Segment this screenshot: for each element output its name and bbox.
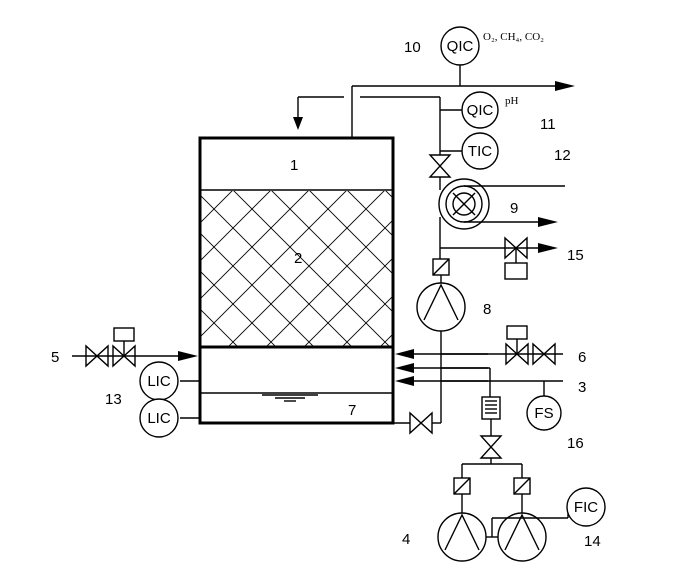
- number-labels: 1 2 3 4 5 6 7 8 9 10 11 12 13 14 15 16: [51, 39, 601, 550]
- fs-flow-switch: FS: [526, 395, 562, 431]
- label-2: 2: [294, 250, 302, 267]
- qic-ph-label: QIC: [467, 102, 494, 119]
- lic-bottom-controller: LIC: [139, 398, 179, 438]
- dosing-pump-left: [437, 477, 487, 562]
- label-9: 9: [510, 200, 518, 217]
- label-5: 5: [51, 349, 59, 366]
- lic-top-controller: LIC: [139, 361, 179, 401]
- label-8: 8: [483, 301, 491, 318]
- line-5-inlet: [72, 327, 198, 368]
- tic-label: TIC: [468, 143, 492, 160]
- packing-hatch-line: [201, 191, 233, 223]
- packing-hatch-line: [347, 191, 392, 236]
- fs-label: FS: [534, 405, 553, 422]
- recycle-inlet-line: [293, 96, 441, 155]
- label-12: 12: [554, 147, 571, 164]
- line-6-inlet: [441, 325, 563, 366]
- recirculation-pump: [416, 258, 466, 423]
- packing-hatch-line: [0, 190, 43, 347]
- packing-hatch-line: [201, 233, 314, 346]
- label-15: 15: [567, 247, 584, 264]
- reactor-vessel: [0, 136, 683, 425]
- lic-bottom-label: LIC: [147, 410, 171, 427]
- bottom-outlet: [393, 411, 441, 435]
- packing-hatch-line: [342, 296, 392, 346]
- packing-hatch-line: [0, 190, 119, 347]
- gas-components-label: O₂, CH₄, CO₂: [483, 31, 544, 43]
- packing-hatch-line: [201, 191, 309, 299]
- packing-hatch-line: [304, 258, 392, 346]
- packing-hatch-line: [499, 190, 656, 347]
- label-3: 3: [578, 379, 586, 396]
- packing-hatch-line: [0, 190, 157, 347]
- packing-hatch-line: [38, 190, 195, 347]
- packing-hatch-line: [309, 191, 392, 274]
- qic-gas-analyzer: QIC O₂, CH₄, CO₂: [440, 26, 544, 66]
- packing-hatch-line: [233, 191, 390, 346]
- packing-bed: [0, 190, 683, 347]
- fic-controller: FIC: [566, 487, 606, 527]
- label-11: 11: [540, 116, 556, 133]
- packing-hatch-line: [201, 271, 276, 346]
- lic-top-label: LIC: [147, 373, 171, 390]
- label-6: 6: [578, 349, 586, 366]
- dosing-pump-right: [497, 477, 547, 562]
- packing-hatch-line: [201, 191, 271, 261]
- label-1: 1: [290, 157, 298, 174]
- label-10: 10: [404, 39, 421, 56]
- label-4: 4: [402, 531, 410, 548]
- gas-outlet-line: [351, 64, 575, 138]
- label-13: 13: [105, 391, 122, 408]
- label-7: 7: [348, 402, 356, 419]
- packing-hatch-line: [201, 191, 347, 337]
- packing-hatch-line: [266, 220, 392, 346]
- packing-hatch-line: [271, 191, 392, 312]
- recycle-valve: [428, 154, 452, 178]
- tic-controller: TIC: [461, 132, 499, 170]
- dosing-line: [461, 396, 523, 478]
- heat-exchanger: [438, 178, 565, 230]
- packing-hatch-line: [201, 309, 238, 346]
- packing-hatch-line: [0, 190, 81, 347]
- label-16: 16: [567, 435, 584, 452]
- qic-gas-label: QIC: [447, 38, 474, 55]
- packing-hatch-line: [537, 190, 683, 347]
- packing-hatch-line: [43, 190, 200, 347]
- fic-label: FIC: [574, 499, 598, 516]
- drain-line: [440, 236, 558, 280]
- ph-label: pH: [505, 95, 519, 107]
- packing-hatch-line: [228, 191, 385, 346]
- qic-ph-analyzer: QIC pH: [461, 91, 519, 129]
- packing-hatch-line: [201, 195, 352, 346]
- label-14: 14: [584, 533, 601, 550]
- line-3-inlet: [441, 367, 563, 398]
